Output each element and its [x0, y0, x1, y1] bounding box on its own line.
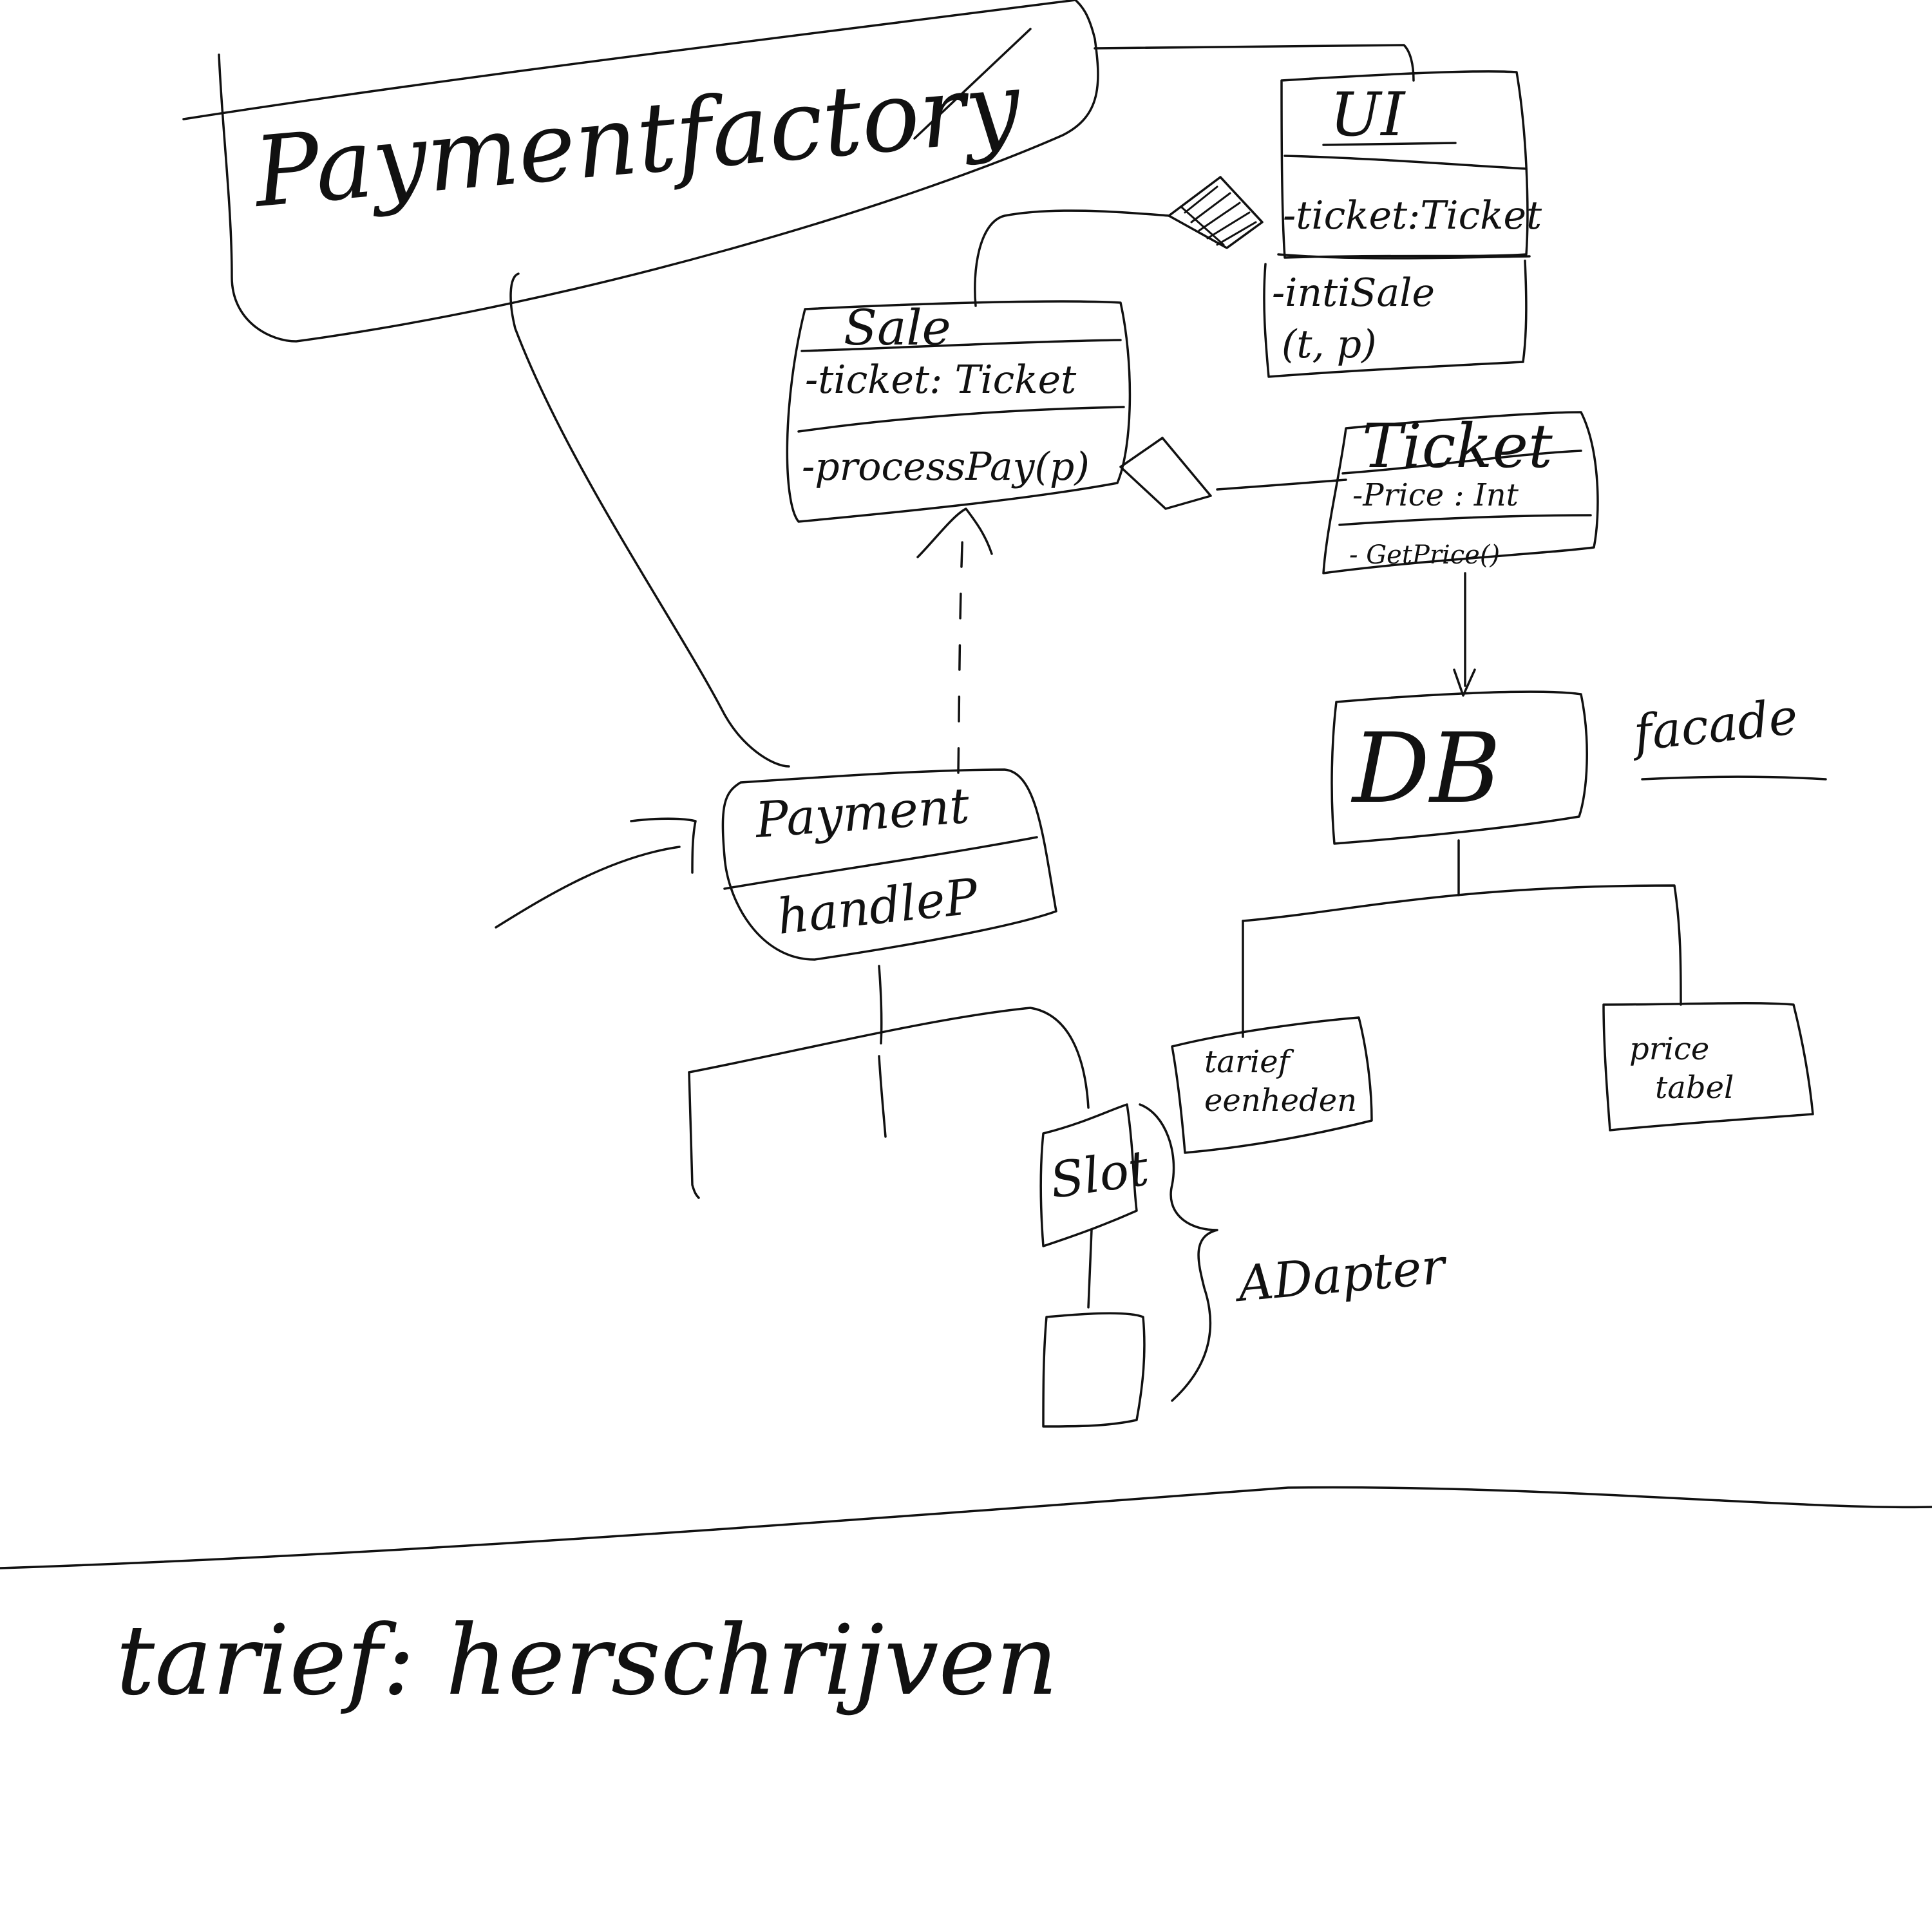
sale-class: Sale -ticket: Ticket -processPay(p) — [786, 299, 1132, 523]
payment-factory-class: Paymentfactory — [182, 0, 1415, 343]
payment-sale-dependency — [916, 507, 993, 774]
price-tabel-line1: price — [1629, 1031, 1709, 1067]
slot-class: Slot — [1039, 1103, 1152, 1428]
handler-subclass-connectors — [688, 965, 1090, 1199]
tarief-eenheden-line1: tarief — [1204, 1044, 1294, 1080]
factory-handler-connector — [509, 272, 790, 768]
payment-handler-class: Payment handleP — [721, 768, 1057, 961]
ui-operation: -intiSale — [1272, 270, 1435, 316]
slot-title: Slot — [1046, 1139, 1152, 1209]
adapter-annotation: ADapter — [1232, 1237, 1450, 1313]
sale-ticket-aggregation — [1119, 437, 1347, 510]
payment-handler-title: Payment — [752, 777, 971, 849]
ui-sale-composition — [974, 176, 1264, 307]
price-tabel-line2: tabel — [1655, 1070, 1734, 1106]
db-table-connectors — [1242, 839, 1682, 1038]
ticket-operation: - GetPrice() — [1349, 540, 1500, 570]
footer-note: tarief: herschrijven — [116, 1605, 1058, 1717]
tarief-eenheden-line2: eenheden — [1204, 1083, 1357, 1119]
facade-annotation: facade — [1628, 688, 1801, 762]
payment-handler-subtitle: handleP — [775, 867, 982, 945]
ticket-attribute: -Price : Int — [1352, 477, 1519, 513]
facade-underline — [1641, 775, 1827, 781]
payment-factory-title: Paymentfactory — [248, 50, 1026, 229]
tarief-eenheden-table: tarief eenheden — [1171, 1016, 1373, 1154]
ui-params: (t, p) — [1282, 322, 1376, 367]
db-class: DB — [1331, 690, 1588, 845]
sale-title: Sale — [844, 299, 951, 356]
adapter-brace — [1139, 1103, 1218, 1402]
section-divider — [0, 1486, 1932, 1569]
ui-class: UI -ticket:Ticket -intiSale (t, p) — [1263, 70, 1542, 378]
sale-operation: -processPay(p) — [802, 444, 1090, 489]
price-tabel-table: price tabel — [1602, 1002, 1814, 1132]
db-title: DB — [1350, 713, 1501, 825]
ui-attribute: -ticket:Ticket — [1283, 193, 1542, 238]
sale-attribute: -ticket: Ticket — [805, 357, 1077, 402]
ui-title: UI — [1330, 80, 1406, 150]
ticket-db-association — [1453, 572, 1476, 697]
external-arrow — [495, 817, 697, 929]
ticket-class: Ticket -Price : Int - GetPrice() — [1322, 411, 1599, 574]
ticket-title: Ticket — [1362, 412, 1553, 482]
